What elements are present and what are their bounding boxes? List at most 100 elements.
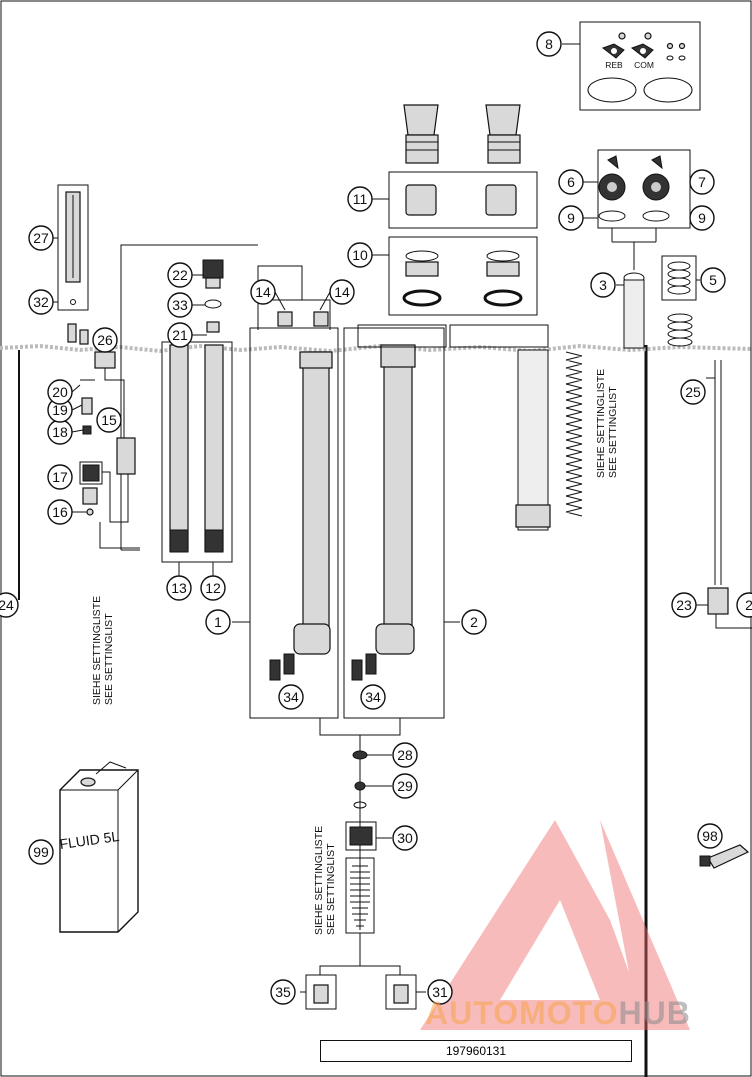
svg-text:1: 1 — [214, 614, 222, 630]
setting-note-de: SIEHE SETTINGLISTE — [91, 596, 103, 705]
callout-1: 1 — [205, 609, 231, 635]
nut-26 — [94, 351, 116, 369]
kit-box-12-13 — [161, 341, 233, 563]
callout-2-edge: 2 — [736, 592, 752, 618]
kit-box-11 — [388, 171, 538, 229]
valve-23 — [707, 587, 729, 615]
svg-text:7: 7 — [698, 174, 706, 190]
bolt-14b — [313, 311, 329, 327]
shim — [353, 801, 367, 809]
svg-text:17: 17 — [52, 469, 68, 485]
callout-24: 24 — [0, 592, 19, 618]
shim-17 — [82, 464, 100, 482]
base-valve-31 — [393, 984, 409, 1004]
bushing — [405, 184, 437, 216]
svg-text:35: 35 — [275, 984, 291, 1000]
svg-text:99: 99 — [33, 844, 49, 860]
callout-34-right: 34 — [360, 684, 386, 710]
pin — [67, 323, 77, 343]
setting-note-en-2: SEE SETTINGLIST — [607, 386, 619, 478]
callout-5: 5 — [700, 267, 726, 293]
callout-31: 31 — [427, 979, 453, 1005]
bolt-14a — [277, 311, 293, 327]
kit-box-27 — [57, 184, 89, 311]
callout-3: 3 — [590, 272, 616, 298]
svg-text:2: 2 — [745, 597, 752, 613]
callout-16: 16 — [47, 499, 73, 525]
svg-text:2: 2 — [470, 614, 478, 630]
svg-text:14: 14 — [255, 284, 271, 300]
watermark-part1: AUTOMOTO — [425, 995, 619, 1031]
watermark-logo — [420, 820, 690, 1030]
nut-18 — [82, 425, 92, 435]
svg-text:25: 25 — [685, 384, 701, 400]
nut-21 — [206, 321, 220, 333]
svg-text:10: 10 — [352, 247, 368, 263]
callout-13: 13 — [166, 575, 192, 601]
seal-set-right — [483, 250, 523, 307]
callout-23: 23 — [671, 592, 697, 618]
nut-16 — [86, 508, 94, 516]
svg-text:9: 9 — [698, 210, 706, 226]
callout-28: 28 — [392, 742, 418, 768]
callout-10: 10 — [347, 242, 373, 268]
valve-19 — [81, 397, 93, 415]
spring-right-top — [667, 313, 693, 347]
callout-30: 30 — [392, 825, 418, 851]
svg-text:34: 34 — [365, 689, 381, 705]
callout-98: 98 — [697, 823, 723, 849]
callout-8: 8 — [536, 31, 562, 57]
kit-box-10 — [388, 236, 538, 316]
callout-18: 18 — [47, 419, 73, 445]
cartridge-12 — [204, 344, 224, 553]
svg-text:23: 23 — [676, 597, 692, 613]
svg-text:3: 3 — [599, 277, 607, 293]
callout-7: 7 — [689, 169, 715, 195]
callout-99: 99 — [28, 839, 54, 865]
svg-text:9: 9 — [567, 210, 575, 226]
svg-text:28: 28 — [397, 747, 413, 763]
pin — [79, 329, 89, 345]
fork-cap-right — [642, 155, 670, 201]
bushing — [485, 184, 517, 216]
svg-text:33: 33 — [172, 297, 188, 313]
svg-text:31: 31 — [432, 984, 448, 1000]
callout-14-left: 14 — [250, 279, 276, 305]
callout-32: 32 — [28, 289, 54, 315]
setting-note-de-2: SIEHE SETTINGLISTE — [595, 369, 607, 478]
fork-leg-1 — [269, 351, 333, 681]
svg-text:26: 26 — [97, 332, 113, 348]
callout-19: 19 — [47, 397, 73, 423]
svg-text:21: 21 — [172, 327, 188, 343]
o-ring-32 — [70, 299, 76, 305]
svg-text:20: 20 — [52, 384, 68, 400]
svg-text:15: 15 — [101, 412, 117, 428]
setting-note-en: SEE SETTINGLIST — [103, 613, 115, 705]
spring-tube-3 — [623, 272, 645, 349]
fork-protector-left — [403, 104, 439, 164]
kit-box-8 — [579, 21, 701, 111]
callout-11: 11 — [347, 186, 373, 212]
callout-25: 25 — [680, 379, 706, 405]
callout-2: 2 — [461, 609, 487, 635]
valve-body-15 — [116, 437, 136, 475]
fork-protector-right — [485, 104, 521, 164]
svg-text:13: 13 — [171, 580, 187, 596]
o-ring — [587, 77, 637, 103]
callout-15: 15 — [96, 407, 122, 433]
svg-text:19: 19 — [52, 402, 68, 418]
fork-leg-2 — [351, 344, 416, 681]
svg-text:11: 11 — [353, 191, 368, 207]
svg-text:22: 22 — [172, 267, 188, 283]
piston-30 — [349, 826, 373, 846]
spring-5 — [667, 261, 691, 295]
svg-text:16: 16 — [52, 504, 68, 520]
callout-layer: 1 2 3 5 6 7 8 9 9 10 11 12 13 14 14 15 1… — [0, 31, 752, 1005]
fork-cap-left — [598, 155, 626, 201]
piston — [82, 487, 98, 505]
callout-22: 22 — [167, 262, 193, 288]
damper-cap-22 — [202, 259, 224, 289]
drawing-number: 197960131 — [320, 1040, 632, 1062]
svg-text:29: 29 — [397, 778, 413, 794]
